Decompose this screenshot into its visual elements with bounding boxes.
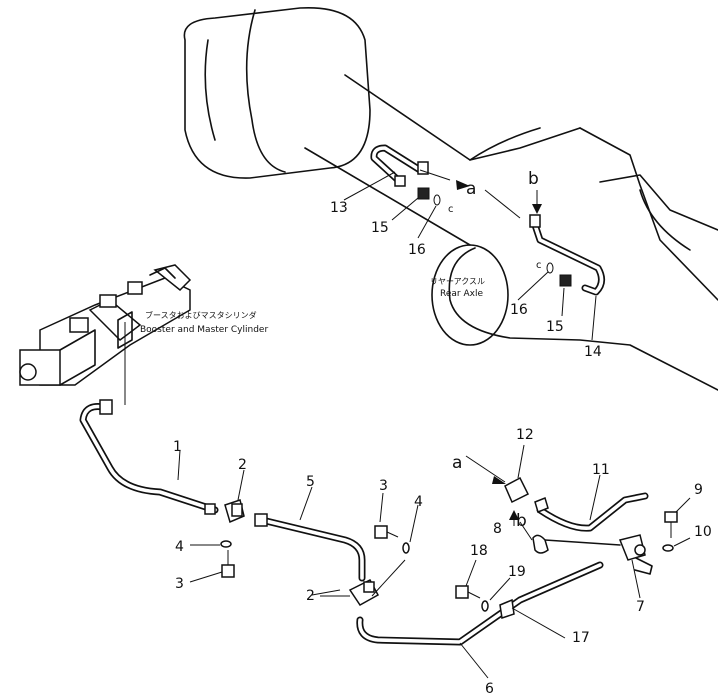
fitting-13-top (417, 161, 429, 175)
callout-5: 5 (306, 474, 315, 490)
arrow-b-tee (509, 510, 519, 520)
rear-axle-housing (183, 6, 718, 391)
callout-4-right: 4 (414, 494, 423, 510)
callout-16-left: 16 (408, 242, 426, 258)
brake-pipe-5 (254, 513, 366, 582)
brake-pipe-6 (356, 561, 604, 646)
ref-b-axle: b (528, 169, 539, 189)
fitting-pipe1-end (204, 503, 216, 515)
callout-10: 10 (694, 524, 712, 540)
arrow-a-tee (492, 476, 506, 484)
connector-15-left (417, 187, 430, 200)
fitting-14-top (529, 214, 541, 228)
ref-a-axle: a (466, 179, 476, 199)
booster-label-en: Booster and Master Cylinder (140, 325, 268, 335)
callout-15-right: 15 (546, 319, 564, 335)
fitting-8 (532, 534, 549, 554)
ref-c-left: c (448, 204, 454, 215)
brake-pipe-11 (536, 492, 649, 532)
callout-7: 7 (636, 599, 645, 615)
callout-13: 13 (330, 200, 348, 216)
o-ring-16-right (546, 262, 554, 274)
ref-b-tee: b (516, 511, 527, 531)
bolt-18 (455, 585, 481, 599)
callout-11: 11 (592, 462, 610, 478)
arrow-b-axle (532, 204, 542, 214)
leader-lines (177, 169, 691, 679)
hose-link (544, 539, 621, 546)
brake-pipe-1 (79, 399, 219, 514)
callout-3-right: 3 (379, 478, 388, 494)
clamp-17 (499, 598, 515, 619)
callout-9: 9 (694, 482, 703, 498)
clamp-2-lower (348, 579, 380, 606)
axle-label-en: Rear Axle (440, 289, 483, 299)
washer-4-left (220, 540, 232, 548)
bolt-3-left (221, 550, 235, 578)
callout-15-left: 15 (371, 220, 389, 236)
fitting-11-end (534, 496, 549, 514)
brake-pipe-13 (370, 144, 424, 184)
callout-1: 1 (173, 439, 182, 455)
callout-19: 19 (508, 564, 526, 580)
axle-label-jp: リヤーアクスル (430, 277, 485, 286)
bracket-7 (618, 534, 653, 575)
callout-18: 18 (470, 543, 488, 559)
clamp-2-upper (224, 499, 245, 524)
connector-15-right (559, 274, 572, 287)
washer-19 (481, 600, 489, 612)
tee-12 (504, 476, 530, 504)
callout-12: 12 (516, 427, 534, 443)
arrow-a-axle (456, 180, 470, 190)
booster-master-cylinder (19, 264, 192, 386)
ref-a-tee: a (452, 453, 462, 473)
callout-8: 8 (493, 521, 502, 537)
o-ring-16-left (433, 194, 441, 206)
brake-pipe-14 (531, 221, 605, 296)
callout-2-lower: 2 (306, 588, 315, 604)
callout-16-right: 16 (510, 302, 528, 318)
bolt-9 (664, 511, 678, 538)
callout-3-left: 3 (175, 576, 184, 592)
ref-c-right: c (536, 260, 542, 271)
callout-4-left: 4 (175, 539, 184, 555)
callout-14: 14 (584, 344, 602, 360)
fitting-13-bottom (394, 175, 406, 187)
callout-17: 17 (572, 630, 590, 646)
bolt-3-right (374, 525, 399, 539)
callout-6: 6 (485, 681, 494, 697)
callout-2-upper: 2 (238, 457, 247, 473)
booster-label-jp: ブースタおよびマスタシリンダ (145, 310, 257, 320)
washer-4-right (402, 542, 410, 554)
washer-10 (662, 544, 674, 552)
